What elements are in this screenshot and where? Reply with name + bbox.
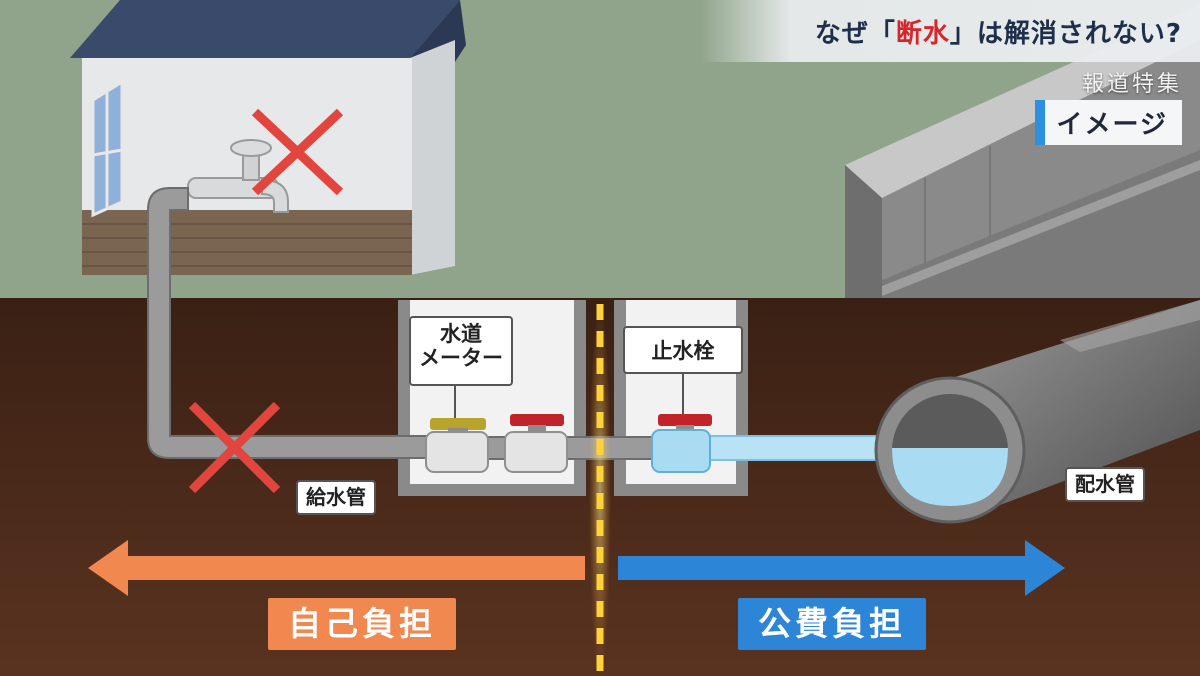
self-burden-arrow (88, 540, 585, 596)
image-label: イメージ (1034, 100, 1182, 145)
public-burden-label: 公費負担 (738, 598, 926, 650)
headline-highlight: 断水 (895, 18, 950, 49)
valve-icon (651, 414, 712, 473)
service-pipe-label: 給水管 (296, 480, 376, 515)
headline: なぜ「断水」は解消されない? (815, 13, 1182, 50)
distribution-pipe-label: 配水管 (1065, 467, 1145, 502)
water-pipe-section (704, 435, 891, 461)
program-label: 報道特集 (1081, 72, 1182, 97)
cross-mark-icon (188, 401, 281, 494)
distribution-main-pipe (874, 300, 1200, 524)
stopcock-label: 止水栓 (623, 326, 743, 374)
cross-mark-icon (251, 108, 344, 196)
service-pipe (147, 187, 431, 459)
boundary-line (589, 300, 611, 676)
valve-icon (425, 418, 489, 473)
headline-pre: なぜ「 (814, 18, 896, 49)
public-burden-arrow (618, 540, 1065, 596)
headline-post: 」は解消されない? (949, 18, 1182, 49)
headline-banner: なぜ「断水」は解消されない? (700, 0, 1200, 62)
valve-icon (504, 414, 568, 473)
faucet-icon (187, 139, 289, 213)
self-burden-label: 自己負担 (268, 598, 456, 650)
house (70, 0, 466, 275)
water-meter-label: 水道 メーター (409, 316, 513, 386)
